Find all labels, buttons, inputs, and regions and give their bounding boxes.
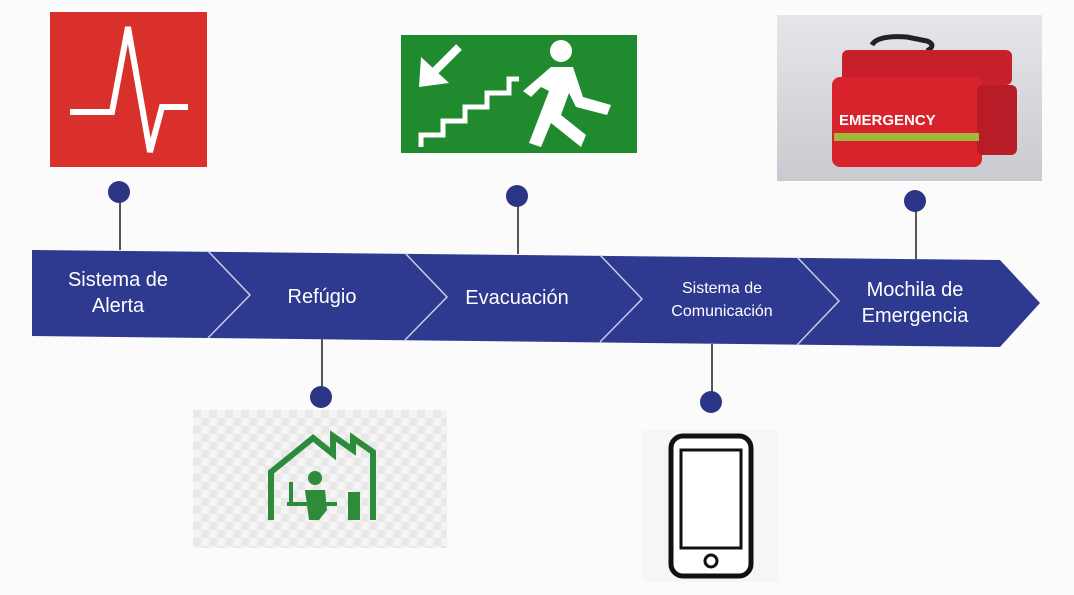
connector-line	[321, 339, 323, 397]
timeline-dot	[108, 181, 130, 203]
timeline-dot	[700, 391, 722, 413]
timeline-dot	[904, 190, 926, 212]
emergency-exit-icon	[401, 35, 637, 153]
smartphone-icon	[643, 430, 779, 582]
step-label-evacuation: Evacuación	[465, 287, 569, 309]
shelter-icon	[193, 410, 447, 548]
connector-line	[711, 344, 713, 402]
heartbeat-icon	[50, 12, 207, 167]
step-label-shelter: Refúgio	[287, 286, 357, 308]
emergency-bag-icon: EMERGENCY	[777, 15, 1042, 181]
bag-text: EMERGENCY	[839, 112, 936, 129]
connector-line	[119, 192, 121, 250]
connector-line	[915, 201, 917, 259]
connector-line	[517, 196, 519, 254]
timeline-dot	[506, 185, 528, 207]
timeline-dot	[310, 386, 332, 408]
